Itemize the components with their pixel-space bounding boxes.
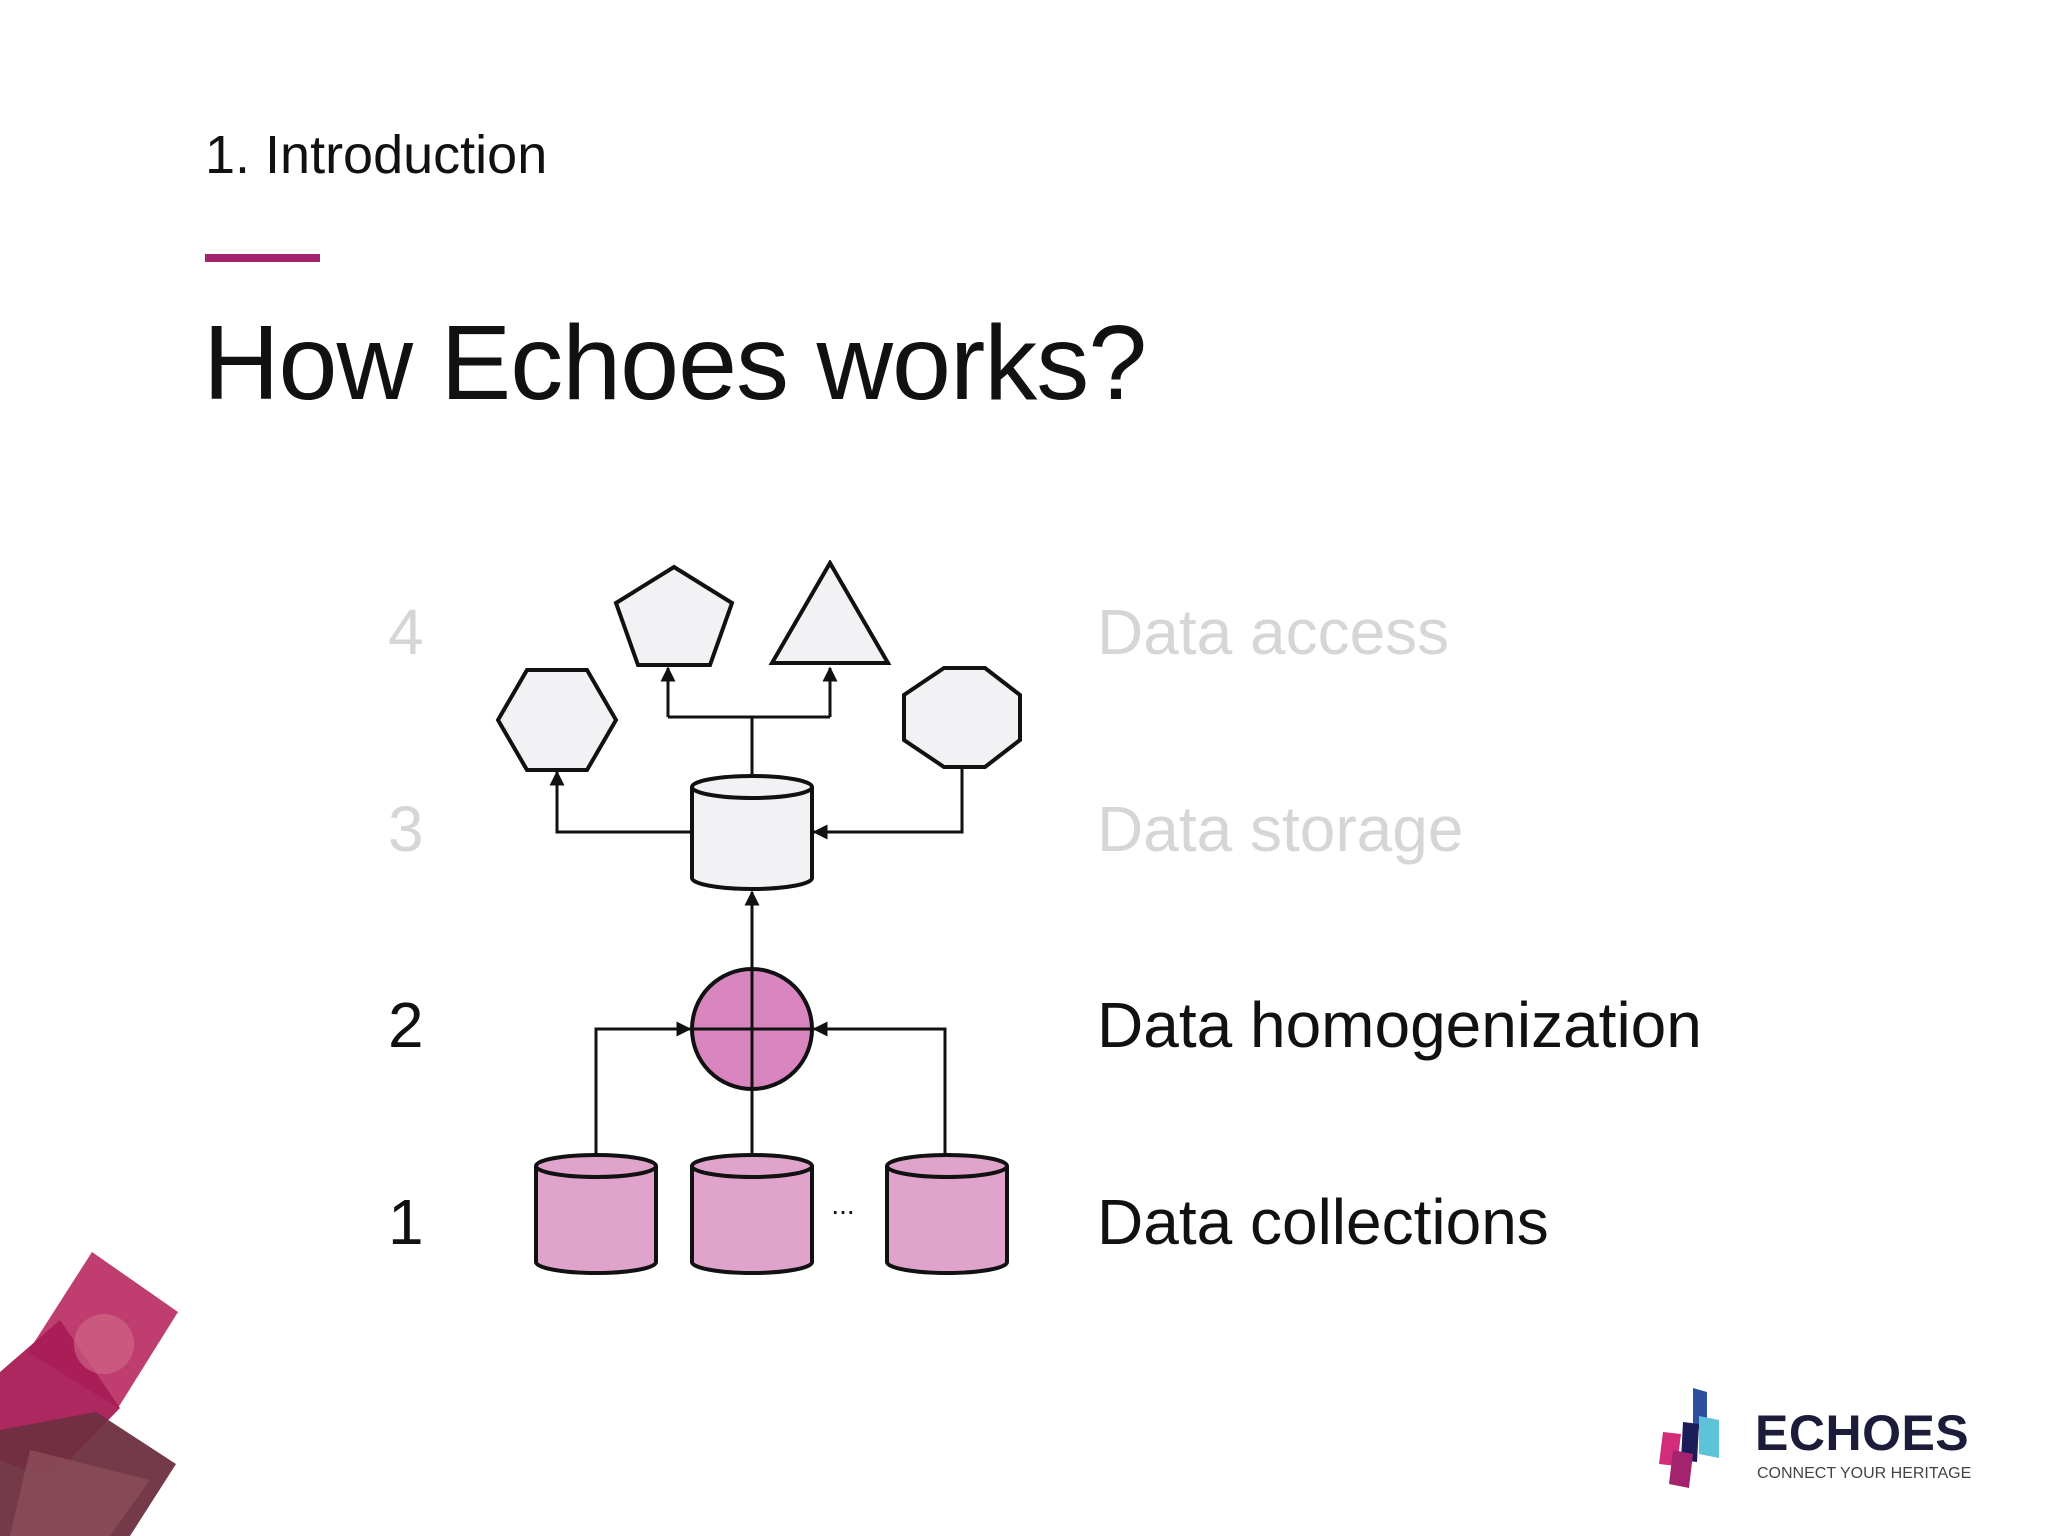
merge-node xyxy=(690,967,814,1091)
step-number-1: 1 xyxy=(388,1186,424,1258)
octagon-shape xyxy=(902,666,1022,769)
step-number-3: 3 xyxy=(388,793,424,865)
step-label-data-access: Data access xyxy=(1097,596,1450,668)
step-label-data-storage: Data storage xyxy=(1097,793,1464,865)
triangle-shape xyxy=(768,560,892,665)
logo-mark-icon xyxy=(1659,1388,1719,1488)
logo-wordmark: ECHOES xyxy=(1755,1405,1970,1461)
pentagon-shape xyxy=(613,564,735,667)
collection-cylinder xyxy=(534,1153,658,1275)
collection-cylinder xyxy=(885,1153,1009,1275)
connector-left-to-merge xyxy=(594,1021,692,1160)
step-label-data-homogenization: Data homogenization xyxy=(1097,989,1702,1061)
storage-cylinder xyxy=(690,774,814,891)
section-label: 1. Introduction xyxy=(205,125,548,185)
connector-octagon-to-storage xyxy=(812,768,964,840)
logo-tagline: CONNECT YOUR HERITAGE xyxy=(1757,1465,1972,1482)
connector-right-to-merge xyxy=(812,1021,947,1160)
corner-decoration xyxy=(0,1252,178,1536)
slide-title: How Echoes works? xyxy=(203,304,1147,422)
architecture-diagram: ... xyxy=(495,560,1022,1275)
step-number-4: 4 xyxy=(388,596,424,668)
hexagon-shape xyxy=(495,668,619,772)
ellipsis-text: ... xyxy=(831,1189,854,1220)
collection-cylinder xyxy=(690,1153,814,1275)
connector-storage-to-hexagon xyxy=(549,770,690,834)
step-label-data-collections: Data collections xyxy=(1097,1186,1549,1258)
echoes-logo: ECHOES CONNECT YOUR HERITAGE xyxy=(1655,1388,1971,1494)
step-number-2: 2 xyxy=(388,989,424,1061)
accent-rule xyxy=(205,254,320,262)
